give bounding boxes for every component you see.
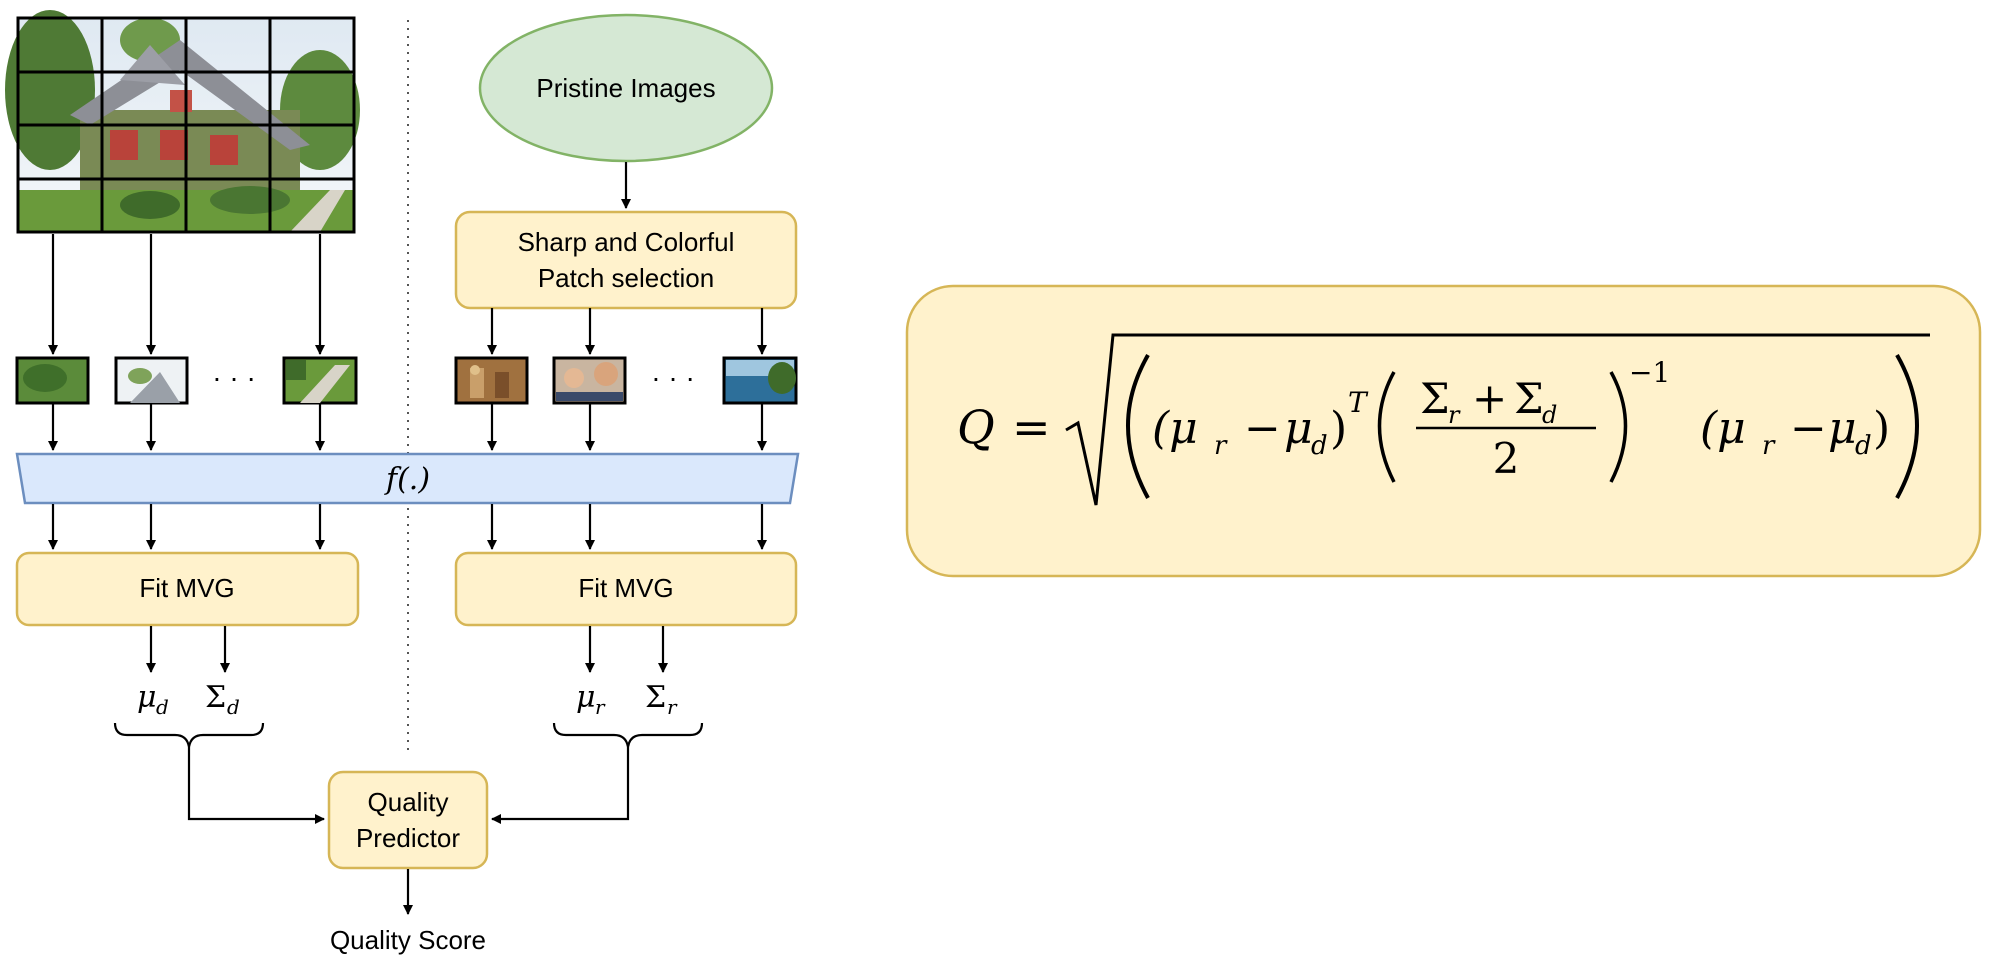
pristine-images-node: Pristine Images [478,13,774,163]
patch-selection-line1: Sharp and Colorful [518,227,735,257]
term3-close: ) [1873,403,1890,454]
right-patch-3 [722,356,798,405]
term1-mu: μ [1284,403,1313,454]
pristine-images-label: Pristine Images [536,73,715,103]
sqrt-sign [1065,333,1930,506]
left-brace [113,722,265,748]
term1-sub-r: r [1214,431,1228,461]
num-sigma-d-sub: d [1542,401,1557,429]
num-sigma-r: Σ [1420,374,1450,423]
frac-left-paren [1377,371,1396,483]
term1-minus: − [1244,403,1281,454]
svg-text:μ: μ [576,680,596,715]
term1-sub-d: d [1311,431,1328,461]
fit-mvg-left-node: Fit MVG [15,551,360,627]
formula-lhs: Q [957,400,995,454]
denominator: 2 [1493,434,1520,483]
formula-box: Q = (μ r − μ d ) T Σ r + Σ d 2 −1 (μ r −… [905,284,1982,578]
frac-right-paren [1609,371,1628,483]
quality-predictor-line2: Predictor [356,823,460,853]
term1-close: ) [1330,403,1347,454]
selection-to-patch-arrows [487,308,767,355]
svg-text:d: d [227,695,240,719]
fit-mvg-left-label: Fit MVG [139,573,234,603]
svg-text:r: r [595,695,606,719]
param-sigma-r: Σ r [645,680,678,719]
term3-mu: μ [1828,403,1857,454]
param-mu-r: μ r [576,680,606,719]
patch-to-f-arrows [48,404,767,451]
inverse-exponent: −1 [1629,356,1670,389]
num-plus: + [1472,374,1507,423]
feature-extractor-label: f(.) [384,462,430,497]
left-patch-2 [114,356,189,405]
feature-extractor-node: f(.) [15,452,800,505]
outer-right-paren [1895,354,1919,499]
fit-mvg-right-node: Fit MVG [454,551,798,627]
distorted-image-grid [5,10,360,234]
right-brace [552,722,704,748]
term3-sub-r: r [1762,431,1776,461]
right-patches-ellipsis: · · · [651,362,695,393]
term3-sub-d: d [1855,431,1872,461]
svg-text:Σ: Σ [205,680,226,715]
svg-text:d: d [156,695,169,719]
param-sigma-d: Σ d [205,680,240,719]
param-to-predictor-arrows [187,747,630,824]
patch-selection-line2: Patch selection [538,263,714,293]
formula-equals: = [1012,400,1051,454]
term1-open: (μ [1152,403,1198,454]
param-mu-d: μ d [137,680,169,719]
num-sigma-d: Σ [1514,374,1544,423]
svg-text:Σ: Σ [645,680,666,715]
grid-to-patch-arrows [48,234,325,355]
outer-left-paren [1126,354,1150,499]
left-patch-1 [15,356,90,405]
num-sigma-r-sub: r [1448,401,1461,429]
term3-minus: − [1790,403,1827,454]
transpose-T: T [1348,386,1369,419]
term3-open: (μ [1700,403,1746,454]
left-patch-3 [282,356,358,405]
quality-score-label: Quality Score [330,925,486,955]
left-patches-ellipsis: · · · [212,362,256,393]
quality-predictor-node: Quality Predictor [327,770,489,870]
right-patch-1 [454,356,529,405]
svg-text:r: r [667,695,678,719]
right-patch-2 [552,356,627,405]
f-to-mvg-arrows [48,504,767,550]
svg-text:μ: μ [137,680,157,715]
patch-selection-node: Sharp and Colorful Patch selection [454,210,798,310]
mvg-to-param-arrows [146,626,668,673]
quality-predictor-line1: Quality [368,787,449,817]
fit-mvg-right-label: Fit MVG [578,573,673,603]
